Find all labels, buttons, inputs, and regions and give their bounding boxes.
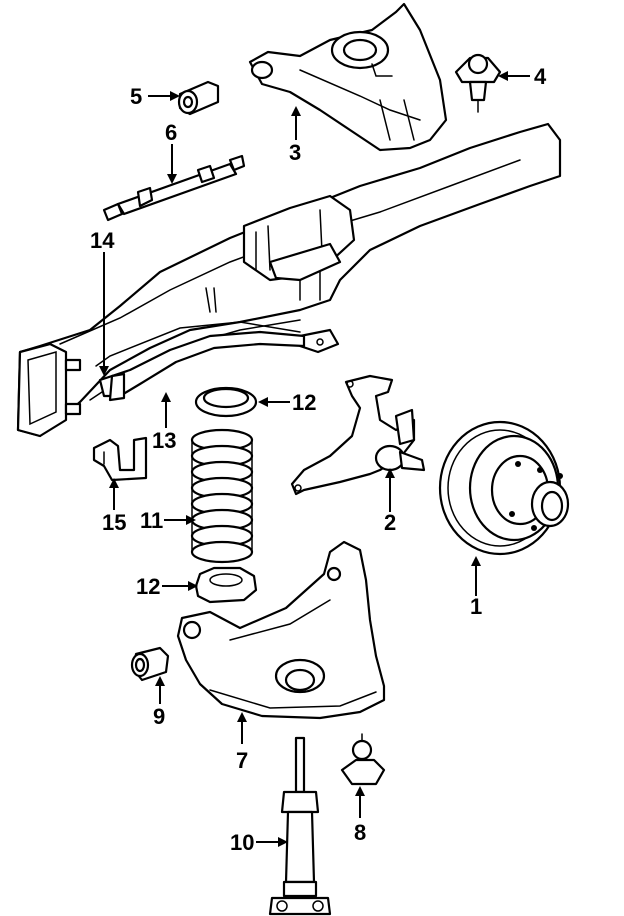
brake-rotor <box>438 420 570 556</box>
callout-10: 10 <box>230 830 254 855</box>
callout-1: 1 <box>470 594 482 619</box>
callout-12-lower: 12 <box>136 574 160 599</box>
callout-13: 13 <box>152 428 176 453</box>
shock-absorber <box>268 736 332 916</box>
callout-7: 7 <box>236 748 248 773</box>
callout-4: 4 <box>534 64 547 89</box>
frame-crossmember <box>16 122 562 438</box>
callout-3: 3 <box>289 140 301 165</box>
upper-arm-bushing <box>177 80 220 116</box>
lower-ball-joint <box>340 733 386 786</box>
callout-15: 15 <box>102 510 126 535</box>
pivot-shaft <box>102 154 246 222</box>
stabilizer-bracket <box>92 436 148 482</box>
coil-spring <box>190 428 254 564</box>
callout-8: 8 <box>354 820 366 845</box>
lower-control-arm <box>176 540 386 720</box>
lower-arm-bushing <box>130 646 170 682</box>
upper-control-arm <box>248 2 448 152</box>
spring-insulator-upper <box>194 386 258 418</box>
callout-5: 5 <box>130 84 142 109</box>
steering-knuckle <box>290 374 426 496</box>
callout-11: 11 <box>140 508 163 533</box>
callout-12-upper: 12 <box>292 390 316 415</box>
upper-ball-joint <box>454 53 502 113</box>
callout-2: 2 <box>384 510 396 535</box>
callout-labels: 1 2 3 4 5 6 7 8 9 10 11 12 12 13 14 15 <box>90 64 547 855</box>
callout-9: 9 <box>153 704 165 729</box>
stabilizer-bar <box>95 321 306 402</box>
callout-14: 14 <box>90 228 115 253</box>
leader-lines <box>99 71 530 847</box>
spring-insulator-lower <box>194 566 258 604</box>
callout-6: 6 <box>165 120 177 145</box>
